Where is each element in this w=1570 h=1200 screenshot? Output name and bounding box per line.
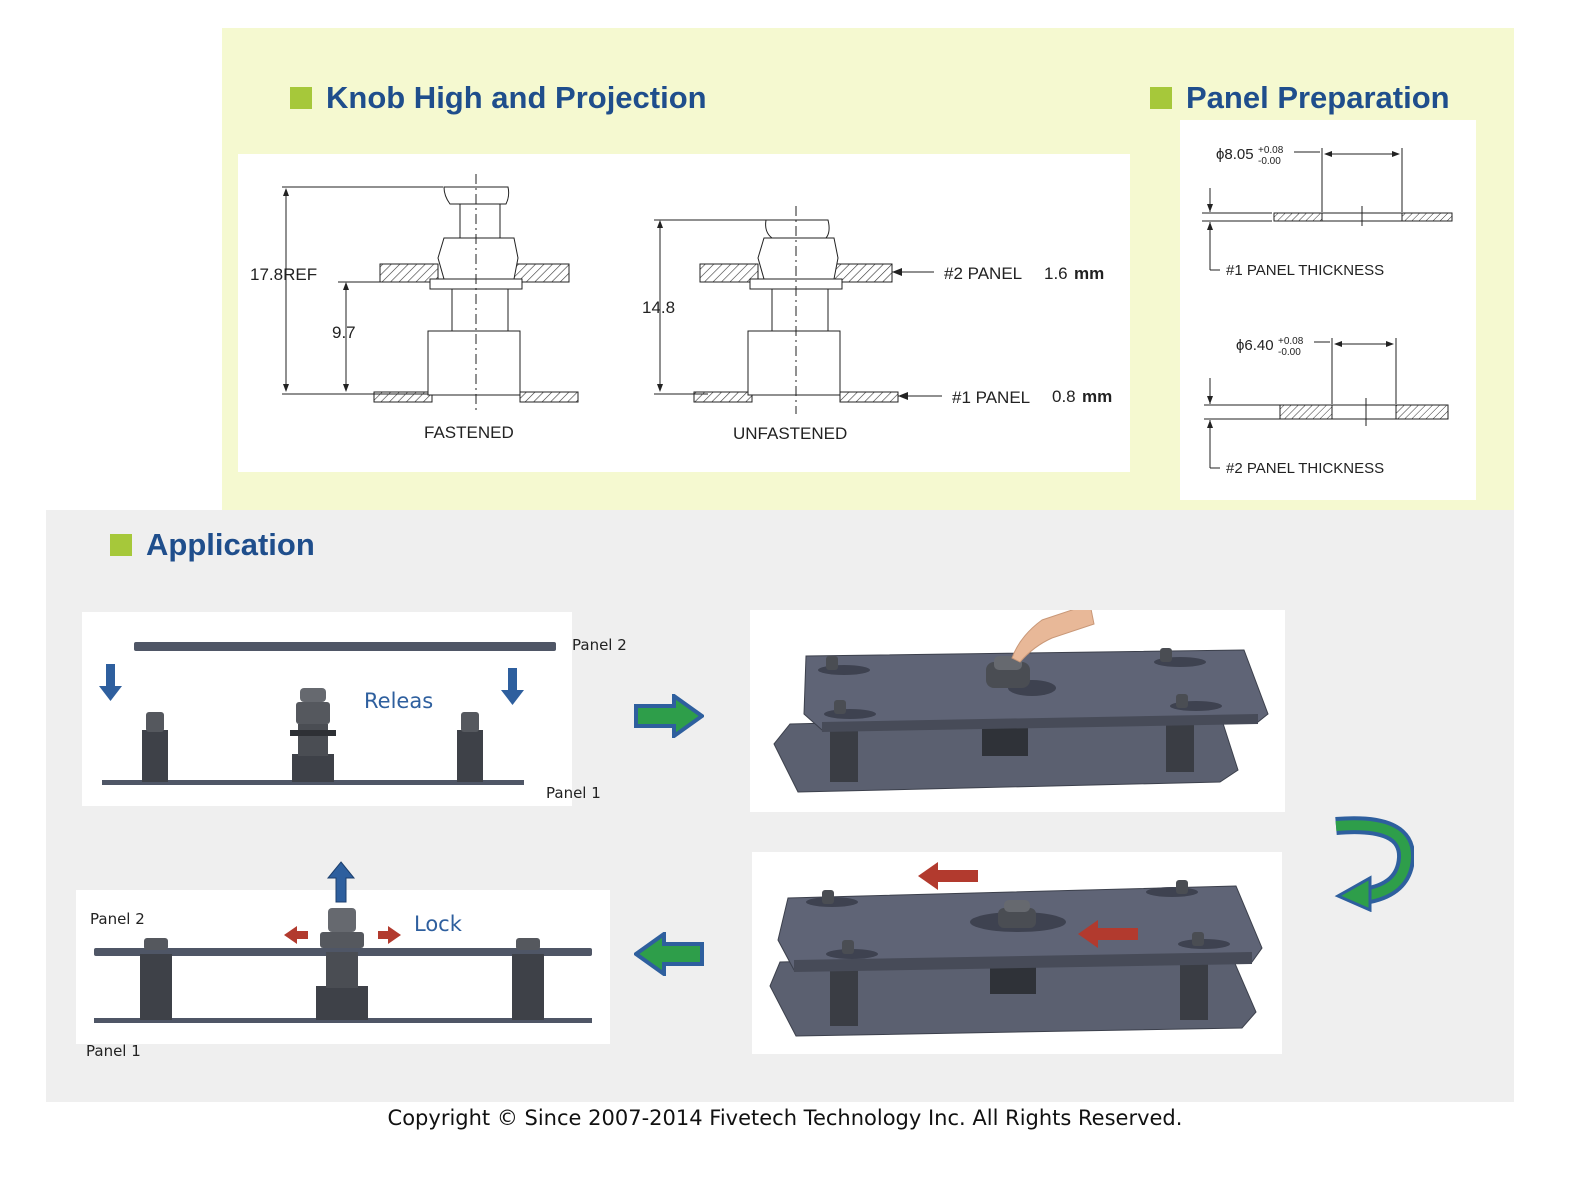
step-lock-image: Lock	[76, 890, 610, 1044]
lock-panel1-label: Panel 1	[86, 1042, 141, 1060]
dim-14-8-label: 14.8	[642, 298, 675, 317]
lock-side-view: Lock	[94, 908, 592, 1023]
right-flow-arrow-icon	[634, 694, 704, 738]
panel-prep-drawing-panel: ϕ8.05 +0.08 -0.00 #1 PANEL THICKNESS ϕ6.	[1180, 120, 1476, 500]
bullet-square-icon	[1150, 87, 1172, 109]
dia1-plus: +0.08	[1258, 145, 1284, 156]
copyright-footer: Copyright © Since 2007-2014 Fivetech Tec…	[387, 1106, 1183, 1130]
down-arrow-icon	[501, 668, 524, 705]
knob-drawing-panel: 17.8REF 9.7 FASTENED 14.8 UNFASTENED	[238, 154, 1130, 472]
dia2-minus: -0.00	[1278, 347, 1301, 358]
panel-prep-heading-text: Panel Preparation	[1186, 80, 1450, 115]
dia1-main: ϕ8.05	[1216, 146, 1254, 163]
left-arrow-icon	[1078, 920, 1138, 948]
lock-panel2-label: Panel 2	[90, 910, 145, 928]
dim-17-8-label: 17.8REF	[250, 265, 317, 284]
panel1-hole-drawing: ϕ8.05 +0.08 -0.00 #1 PANEL THICKNESS	[1202, 145, 1453, 279]
panel1-label: #1 PANEL	[952, 388, 1030, 407]
lock-word: Lock	[414, 912, 463, 936]
left-arrow-icon	[284, 926, 308, 944]
step-press-image	[750, 603, 1285, 812]
unfastened-drawing: 14.8 UNFASTENED #2 PANEL 1.6 mm #1 PANEL…	[642, 206, 1112, 443]
dim-9-7-label: 9.7	[332, 323, 356, 342]
panel-prep-technical-drawing: ϕ8.05 +0.08 -0.00 #1 PANEL THICKNESS ϕ6.	[1202, 145, 1453, 477]
up-arrow-icon	[326, 861, 356, 903]
step-slide-image	[752, 852, 1282, 1054]
release-panel2-label: Panel 2	[572, 636, 627, 654]
fastened-label: FASTENED	[424, 423, 514, 442]
dia1-minus: -0.00	[1258, 156, 1281, 167]
press-3d-view	[773, 603, 1269, 793]
panel1-thickness-value: 0.8	[1052, 387, 1076, 406]
panel2-thickness-value: 1.6	[1044, 264, 1068, 283]
dia2-plus: +0.08	[1278, 336, 1304, 347]
panel2-unit: mm	[1074, 264, 1104, 283]
dia2-main: ϕ6.40	[1236, 337, 1274, 354]
release-panel1-label: Panel 1	[546, 784, 601, 802]
panel2-label: #2 PANEL	[944, 264, 1022, 283]
panel1-thickness-label: #1 PANEL THICKNESS	[1226, 262, 1384, 279]
knob-technical-drawing: 17.8REF 9.7 FASTENED 14.8 UNFASTENED	[250, 174, 1112, 443]
right-arrow-icon	[378, 926, 401, 944]
panel-prep-heading: Panel Preparation	[1150, 80, 1450, 116]
unfastened-label: UNFASTENED	[733, 424, 847, 443]
left-flow-arrow-icon	[634, 932, 704, 976]
left-arrow-icon	[918, 862, 978, 890]
fastened-drawing: 17.8REF 9.7 FASTENED	[250, 174, 579, 442]
slide-3d-view	[769, 862, 1263, 1037]
down-arrow-icon	[99, 664, 122, 701]
bullet-square-icon	[110, 534, 132, 556]
knob-heading: Knob High and Projection	[290, 80, 707, 116]
bullet-square-icon	[290, 87, 312, 109]
curved-flow-arrow-icon	[1334, 816, 1414, 912]
panel2-thickness-label: #2 PANEL THICKNESS	[1226, 460, 1384, 477]
release-side-view: Releas	[99, 642, 556, 785]
step-release-image: Releas	[82, 612, 572, 806]
knob-heading-text: Knob High and Projection	[326, 80, 707, 115]
application-heading-text: Application	[146, 527, 315, 562]
panel2-hole-drawing: ϕ6.40 +0.08 -0.00 #2 PANEL THICKNESS	[1204, 336, 1449, 477]
application-heading: Application	[110, 527, 315, 563]
release-word: Releas	[364, 689, 433, 713]
panel1-unit: mm	[1082, 387, 1112, 406]
